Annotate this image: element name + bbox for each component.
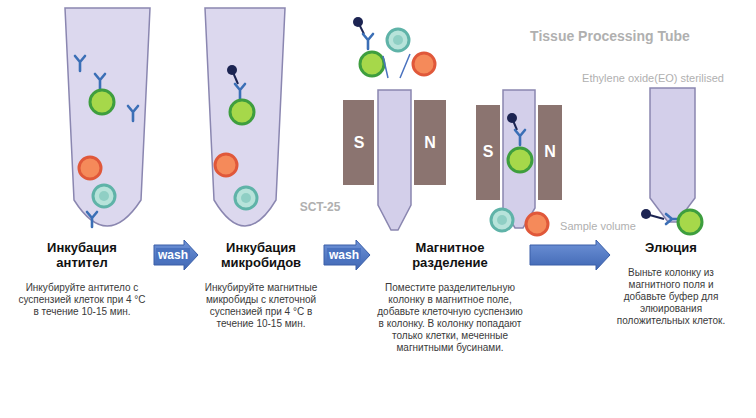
magnet-pole: S: [483, 143, 494, 161]
bead-link: [512, 118, 517, 130]
antibody: [128, 106, 138, 121]
flow-mark: [383, 54, 410, 78]
step-description: Выньте колонку из магнитного поля и доба…: [616, 267, 726, 327]
elution-setup: [641, 88, 702, 234]
other-cell: [235, 187, 257, 209]
flow-arrow: [154, 240, 198, 270]
step-heading: Магнитное разделение: [389, 238, 511, 272]
edge-label: wash: [156, 248, 190, 262]
tube: [65, 8, 150, 227]
separation-setup: [343, 17, 446, 230]
antibody: [75, 56, 85, 71]
tube: [205, 8, 285, 226]
other-cell: [79, 157, 101, 179]
other-cell: [526, 213, 548, 235]
other-cell: [215, 154, 237, 176]
target-cell: [230, 100, 254, 124]
antibody: [515, 130, 525, 145]
magnet-pole: N: [544, 143, 556, 161]
column: [503, 90, 535, 228]
step-box: ЭлюцияВыньте колонку из магнитного поля …: [612, 236, 730, 329]
step-description: Поместите разделительную колонку в магни…: [376, 282, 524, 354]
magnet: [414, 100, 446, 185]
step-heading: Инкубация антител: [26, 238, 138, 272]
step-description: Инкубируйте магнитные микробиды с клеточ…: [204, 282, 318, 330]
other-cell: [413, 53, 435, 75]
step-description: Инкубируйте антитело с суспензией клеток…: [16, 282, 148, 318]
target-cell: [508, 148, 532, 172]
bead-link: [232, 70, 238, 84]
step-box: Инкубация микробидовИнкубируйте магнитны…: [200, 236, 322, 332]
flow-arrow: [324, 240, 370, 270]
watermark: SCT-25: [300, 200, 341, 214]
tube-body: [205, 8, 285, 226]
magnet: [538, 105, 562, 200]
separation-setup: [476, 90, 562, 235]
magnet: [343, 100, 374, 185]
edge-label: wash: [327, 248, 361, 262]
bead-link: [358, 22, 364, 34]
target-cell: [90, 90, 114, 114]
antibody: [235, 84, 245, 99]
other-cell: [491, 209, 513, 231]
step-heading: Инкубация микробидов: [205, 238, 317, 272]
watermark: Ethylene oxide(EO) sterilised: [582, 72, 724, 84]
magnet-pole: S: [354, 134, 365, 152]
step-box: Инкубация антителИнкубируйте антитело с …: [12, 236, 152, 320]
magnet: [476, 105, 500, 200]
tube-body: [65, 8, 150, 226]
antibody: [95, 74, 105, 89]
antibody: [363, 34, 373, 49]
watermark: Tissue Processing Tube: [530, 28, 690, 44]
magnet-pole: N: [424, 134, 436, 152]
watermark: Sample volume: [560, 220, 636, 232]
other-cell: [93, 185, 115, 207]
step-box: Магнитное разделениеПоместите разделител…: [372, 236, 528, 356]
antibody: [87, 212, 97, 227]
other-cell: [387, 29, 409, 51]
column: [378, 90, 411, 230]
bead-link: [646, 214, 664, 219]
step-heading: Элюция: [619, 238, 723, 257]
target-cell: [360, 52, 384, 76]
column: [650, 88, 695, 222]
flow-arrow: [530, 240, 610, 270]
target-cell: [678, 210, 702, 234]
